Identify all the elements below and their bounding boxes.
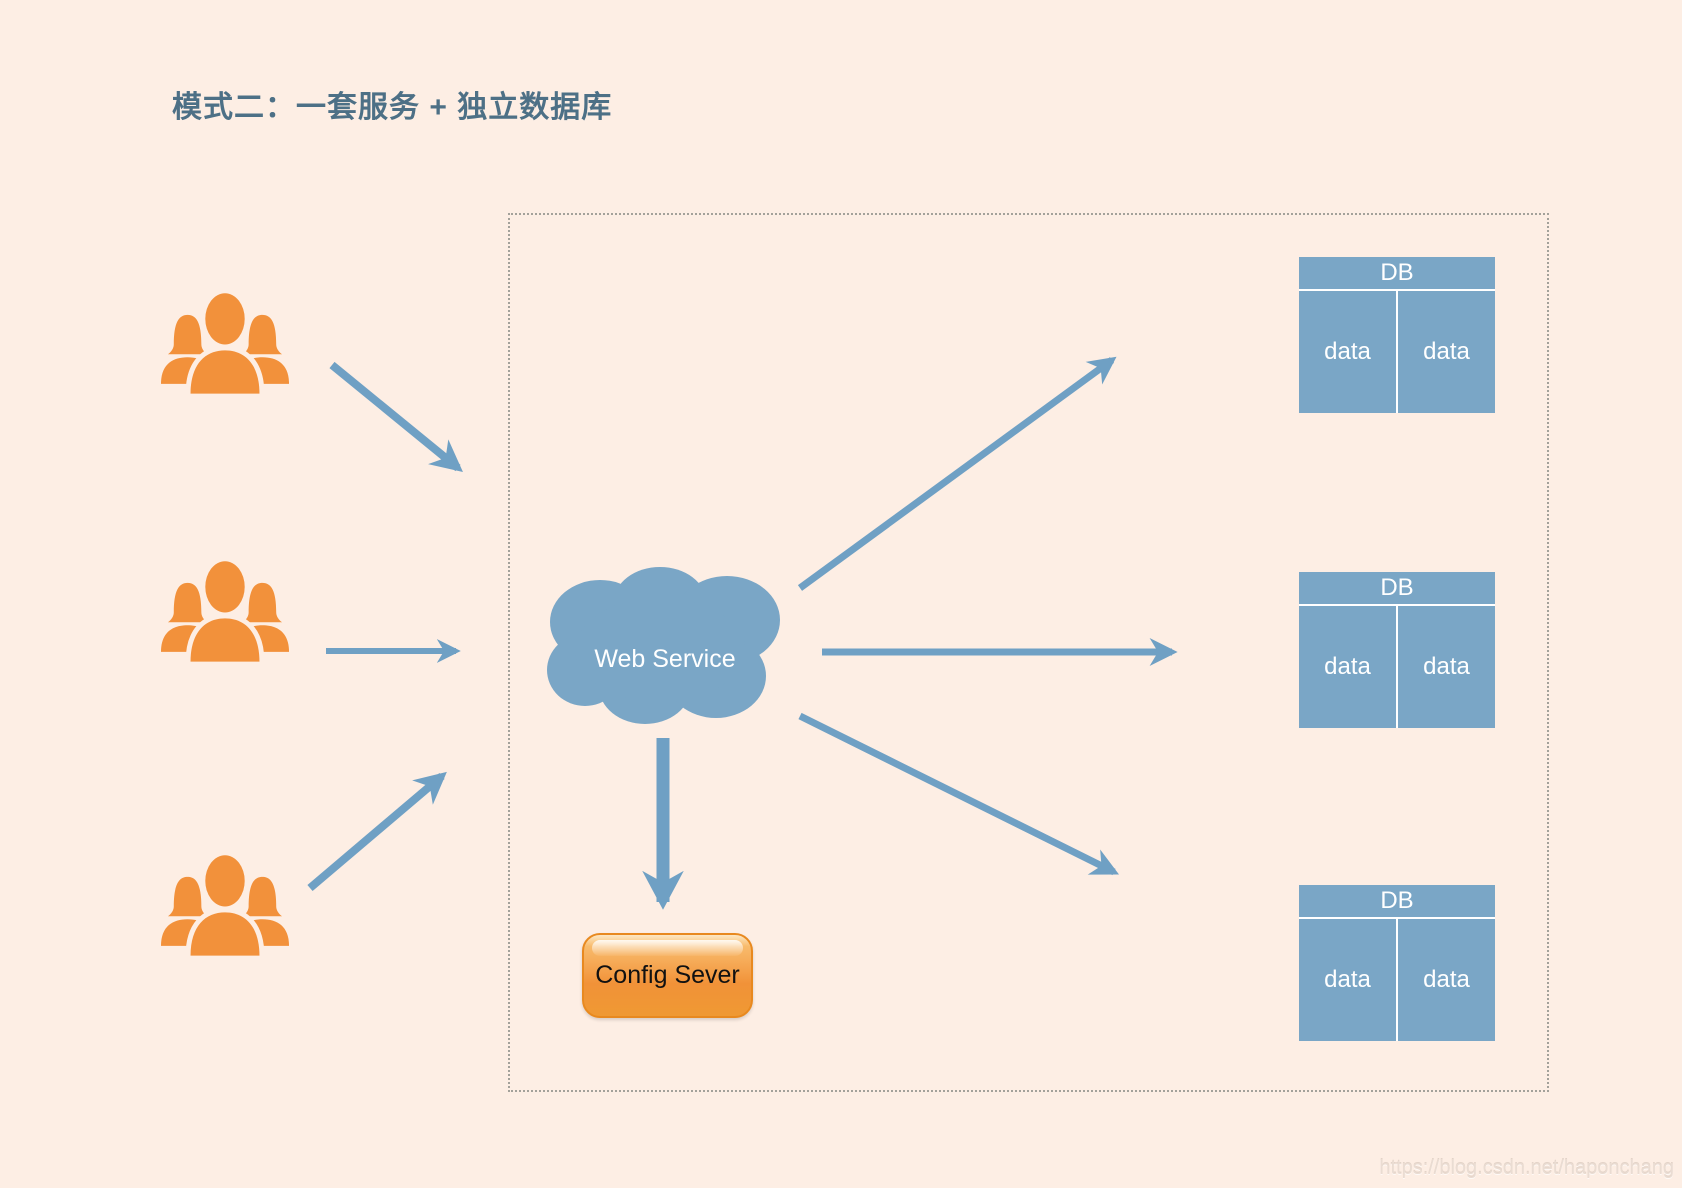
arrow-service-to-db3 <box>798 712 1120 876</box>
arrow-service-to-db1 <box>797 356 1117 591</box>
users-icon <box>160 851 290 956</box>
db-cell: data <box>1324 653 1371 680</box>
db-table: DB data data <box>1299 572 1495 728</box>
db-table: DB data data <box>1299 885 1495 1041</box>
db-cell: data <box>1324 338 1371 365</box>
db-cell: data <box>1324 966 1371 993</box>
config-server-label: Config Sever <box>595 961 740 989</box>
web-service-label: Web Service <box>594 645 735 673</box>
db-cell: data <box>1396 291 1495 413</box>
service-boundary-box <box>508 213 1549 1092</box>
page-title: 模式二：一套服务 + 独立数据库 <box>172 91 613 124</box>
arrow-users1-to-service <box>329 361 463 473</box>
db-table-header: DB <box>1299 885 1495 919</box>
db-cell: data <box>1396 606 1495 728</box>
db-table-header: DB <box>1299 257 1495 291</box>
config-server-node: Config Sever <box>582 933 753 1018</box>
arrow-users3-to-service <box>307 771 447 892</box>
db-table-header: DB <box>1299 572 1495 606</box>
watermark: https://blog.csdn.net/haponchang <box>1379 1157 1674 1179</box>
users-icon <box>160 289 290 394</box>
web-service-cloud <box>547 567 780 724</box>
users-icon <box>160 557 290 662</box>
db-table: DB data data <box>1299 257 1495 413</box>
db-cell: data <box>1396 919 1495 1041</box>
